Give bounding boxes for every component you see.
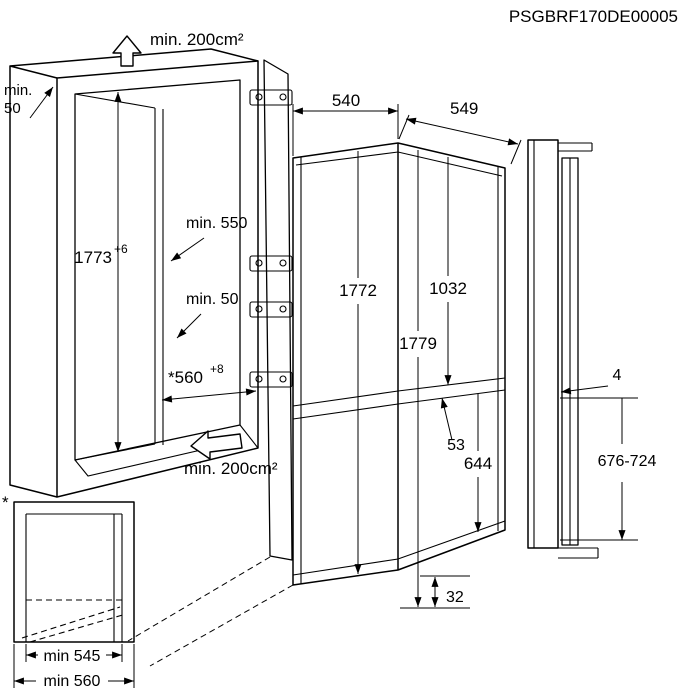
outer-width-label: min 560 [44,673,101,690]
appliance-door-open [263,59,293,561]
inner-width-label: min 545 [44,648,101,665]
door-panel-figure: 4 676-724 [527,139,657,559]
rear-clearance-label: min. 50 [186,291,239,308]
part-number: PSGBRF170DE00005 [509,7,678,26]
top-view-asterisk: * [2,493,9,512]
appliance-body [292,142,506,586]
plinth-extension-lines [400,575,470,609]
niche-opening [74,79,241,461]
niche-depth-label: min. 550 [186,215,247,232]
door-gap-label: 53 [447,437,465,454]
top-view-outer [13,501,135,643]
panel-gap-leader [560,385,609,395]
appliance-door-edges [300,157,499,584]
width-extension-lines [292,104,399,156]
furniture-panel [527,139,559,549]
appliance-figure: 540 549 1772 1779 1032 53 644 32 [292,91,522,609]
niche-depth-leader [170,237,205,262]
door-gap-leader [440,397,453,441]
top-view-figure: * min 545 min 560 [2,493,135,690]
top-bracket [558,142,593,152]
width-label: 540 [332,91,360,110]
niche-height-tol: +6 [114,242,128,256]
hinge-icon [249,255,293,272]
bottom-foot [558,547,599,559]
top-clearance-word: min. [4,82,32,99]
vent-arrow-left-icon [190,430,243,460]
appliance-plinth-line [292,520,506,576]
bracket-range-label: 676-724 [598,453,657,470]
hinge-icon [249,89,293,106]
depth-dimline [405,117,519,146]
niche-width-label: *560 [168,368,203,387]
lower-door-label: 644 [464,454,492,473]
appliance-top-edge-inner [295,151,503,177]
hinge-icon [249,371,293,388]
niche-side-top [9,48,259,498]
vent-arrow-up-icon [112,35,142,67]
hinge-icon [249,301,293,318]
niche-height-label: 1773 [74,248,112,267]
height-total-label: 1779 [399,334,437,353]
rear-clearance-leader [176,313,202,339]
top-view-door-swing [21,599,127,643]
vent-top-label: min. 200cm² [150,30,244,49]
vent-bottom-label: min. 200cm² [184,459,278,478]
projection-leaders [127,556,294,667]
depth-label: 549 [450,99,478,118]
niche-figure: min. 200cm² min. 50 1773 +6 min. 550 min… [4,30,294,667]
height-front-label: 1772 [339,281,377,300]
plinth-label: 32 [446,589,464,606]
niche-plinth-lines [74,440,241,477]
panel-gap-label: 4 [613,367,622,384]
niche-width-dimline [161,388,257,403]
upper-door-label: 1032 [429,279,467,298]
top-clearance-value: 50 [4,100,21,117]
top-view-walls [25,513,123,642]
door-split-lines [292,377,506,420]
niche-width-tol: +8 [210,362,224,376]
top-clearance-leader [29,86,54,119]
